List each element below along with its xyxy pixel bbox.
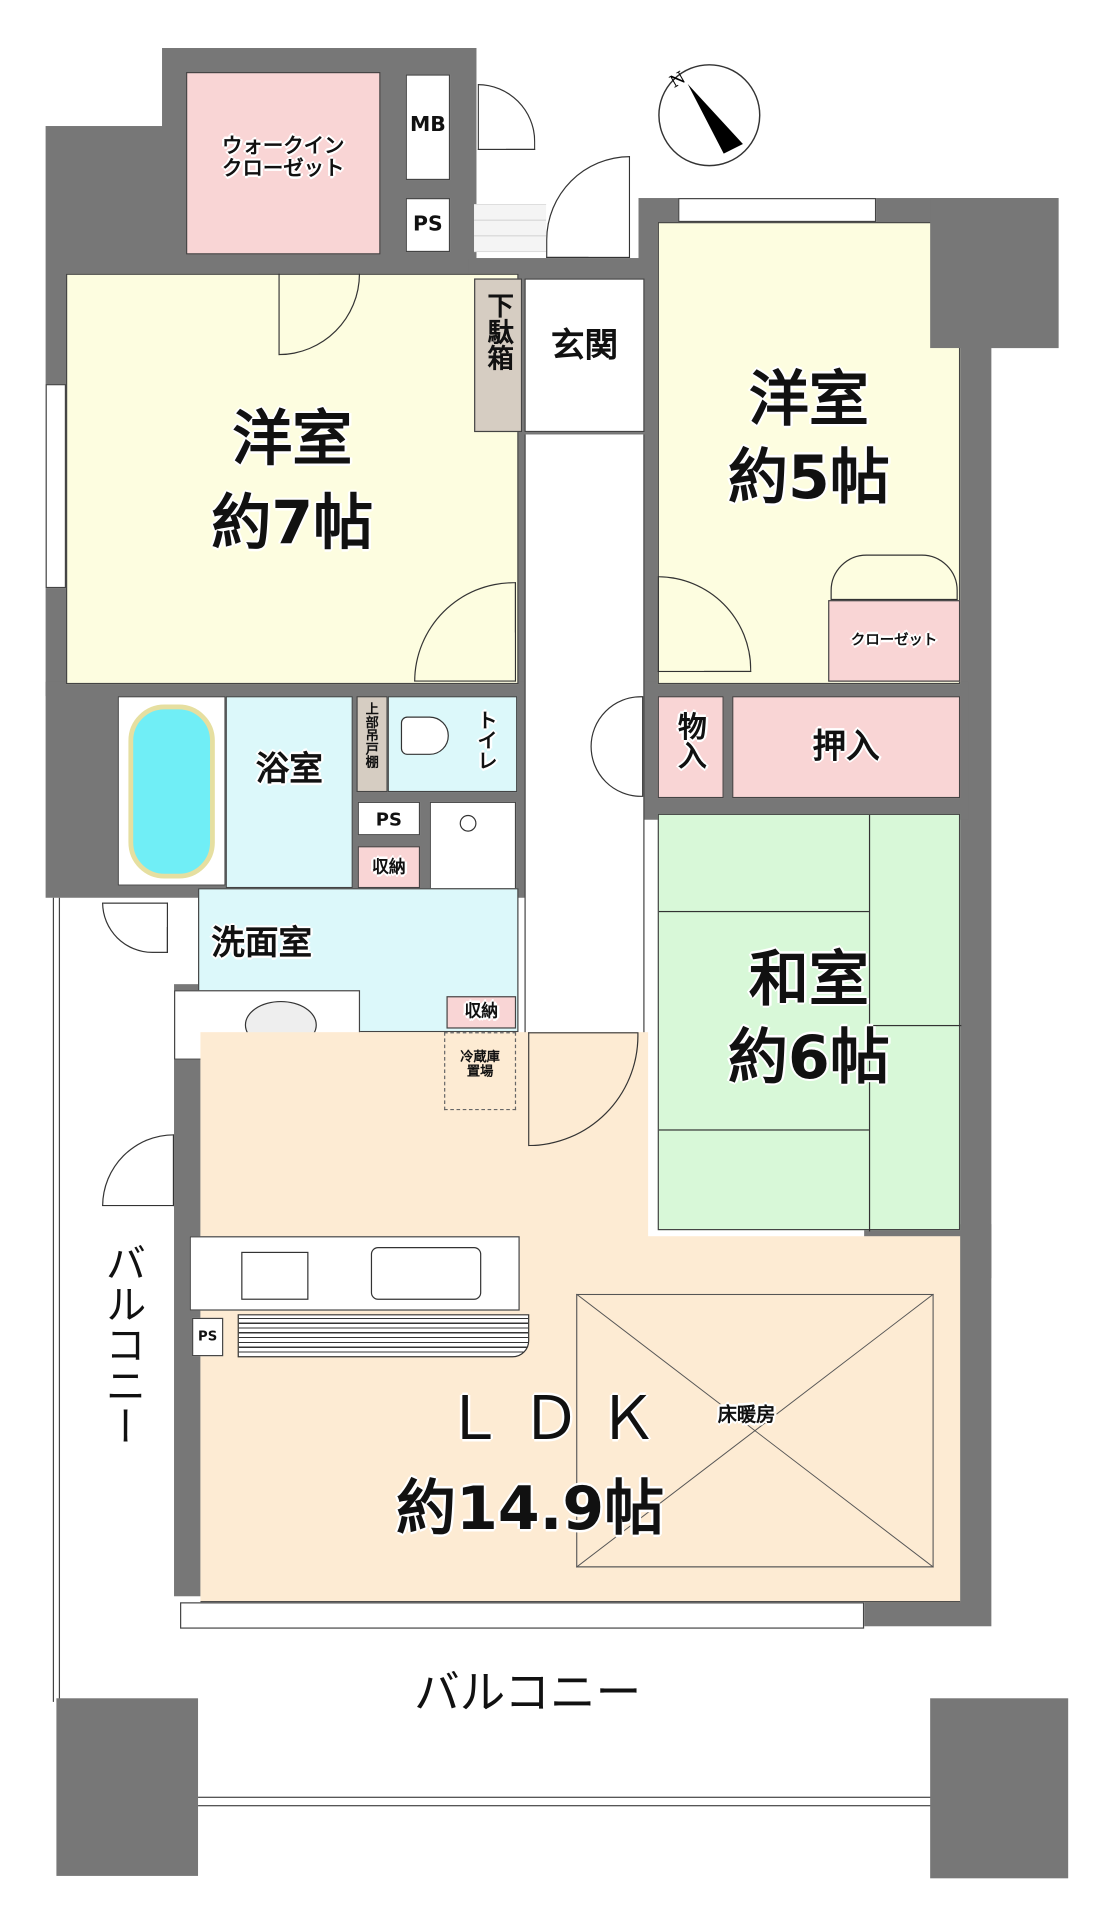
western-room-5-window[interactable] [678,198,877,223]
closet-label: クローゼット [850,631,938,649]
fridge-space: 冷蔵庫 置場 [444,1032,517,1111]
mb-box: MB [405,74,451,181]
ps-label: PS [413,212,443,237]
ps-kitchen: PS [192,1317,224,1357]
pillar-right [930,1698,1069,1879]
ldk-size: 約14.9帖 [396,1473,665,1544]
toilet-label: トイレ [472,709,497,771]
balcony-edge-bottom [198,1796,933,1807]
western-room-5-name: 洋室 [748,364,869,435]
ldk-name: ＬＤＫ [444,1383,675,1454]
mb-door[interactable] [477,84,536,151]
tatami-line [868,814,871,1232]
storage-closet-label: 物入 [672,711,707,770]
bathroom-label: 浴室 [255,748,323,789]
japanese-room: 和室 約6帖 [657,813,962,1232]
shoe-box-label: 下駄箱 [482,291,513,371]
washer-space [429,801,517,892]
bathroom: 浴室 [225,696,353,889]
washroom-label: 洗面室 [211,922,313,963]
walk-in-closet: ウォークイン クローゼット [186,72,381,255]
kitchen-sink [370,1247,482,1300]
wall-notch [930,198,1059,349]
compass: N [658,64,761,167]
storage-2: 収納 [446,996,517,1029]
tatami-line [658,1129,869,1131]
entrance-door[interactable] [546,156,631,259]
oshiire-label: 押入 [812,726,880,766]
closet: クローゼット [828,600,961,682]
balcony-side-label: バルコニー [97,1242,146,1447]
western-room-5: 洋室 約5帖 [657,222,961,685]
north-arrow-icon [687,84,743,154]
balcony-door[interactable] [102,1134,175,1207]
washroom-balcony-door[interactable] [102,902,169,953]
western-room-7-size: 約7帖 [211,488,374,559]
japanese-room-name: 和室 [748,944,869,1015]
upper-cabinet-label: 上部吊戸棚 [363,702,380,769]
floor-heating-label: 床暖房 [717,1403,776,1426]
upper-cabinet: 上部吊戸棚 [356,696,388,793]
storage-1: 収納 [357,846,421,889]
drain-icon [459,814,477,832]
toilet: トイレ [387,696,518,793]
ps-kitchen-label: PS [198,1328,218,1345]
pillar-left [56,1698,199,1876]
closet-door[interactable] [830,554,958,601]
tatami-line [868,1024,962,1027]
ps-box-top: PS [405,198,451,253]
entrance: 玄関 [524,278,645,433]
entrance-label: 玄関 [550,325,619,365]
balcony-bottom-label: バルコニー [414,1665,642,1719]
stove-icon [241,1251,309,1300]
balcony-edge-left [52,897,61,1702]
oshiire: 押入 [732,696,961,799]
breakfast-bar [237,1314,530,1358]
storage-closet: 物入 [657,696,724,799]
western-room-7-name: 洋室 [232,404,353,475]
storage-1-label: 収納 [372,858,406,878]
toilet-fixture [400,716,449,755]
western-room-5-size: 約5帖 [728,442,890,513]
fridge-label: 冷蔵庫 置場 [460,1048,500,1080]
japanese-room-size: 約6帖 [728,1022,890,1093]
western-room-7-window[interactable] [45,384,67,589]
ps-mid-label: PS [375,808,402,831]
walk-in-closet-label: ウォークイン クローゼット [222,134,345,181]
storage-2-label: 収納 [464,1002,499,1022]
shoe-box: 下駄箱 [474,278,523,433]
bathtub-area [117,696,226,886]
floor-heating-area [576,1293,934,1568]
bathtub [128,704,215,879]
tatami-line [658,910,869,913]
ldk-window[interactable] [180,1602,865,1629]
ps-mid: PS [357,801,421,836]
entrance-tile [474,204,547,253]
kitchen-counter [189,1236,520,1311]
mb-label: MB [409,112,446,137]
